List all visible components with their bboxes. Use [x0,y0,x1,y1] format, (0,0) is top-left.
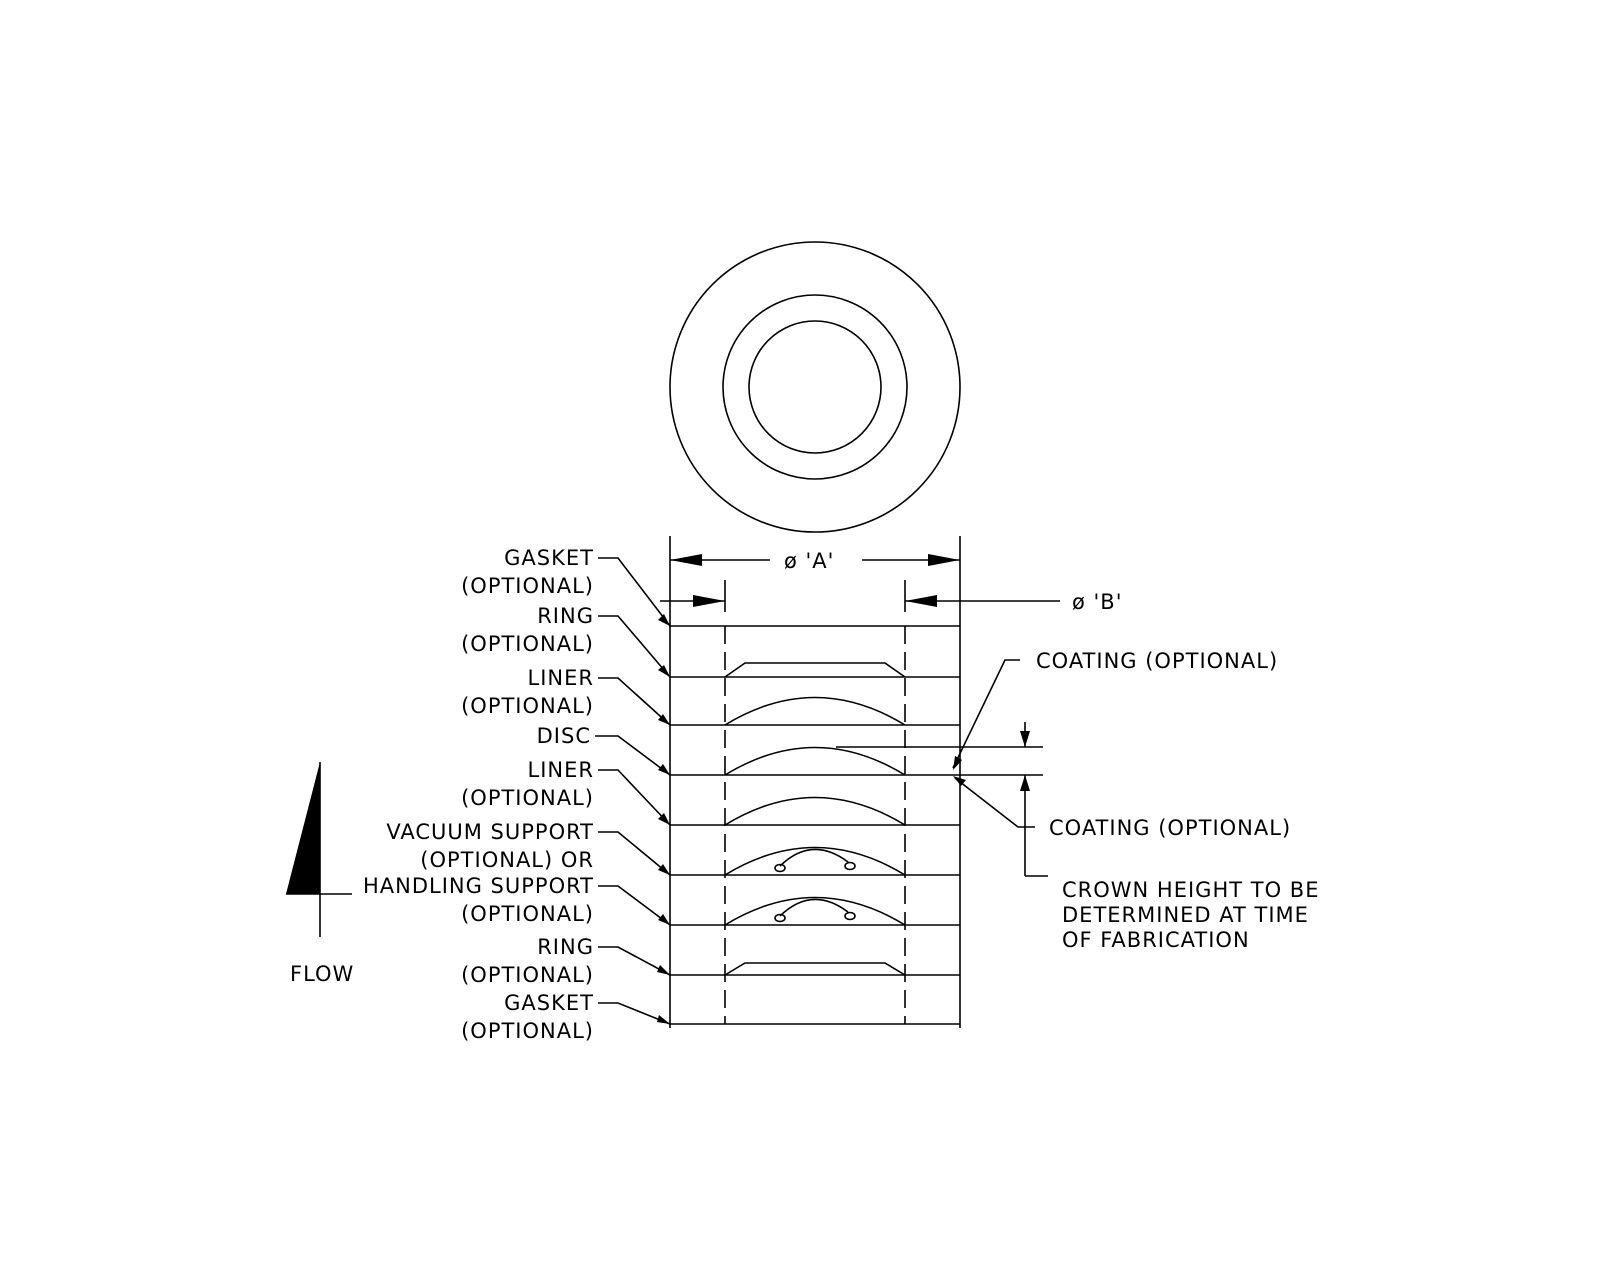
vacuum-support-profile [724,846,906,876]
ring-bottom-profile [724,962,906,976]
label-handling-support-optional: (OPTIONAL) [461,902,594,926]
disc-profile [724,746,906,776]
crown-arrow-down [1020,731,1030,747]
liner-bottom-profile [724,796,906,826]
left-labels: GASKET (OPTIONAL) RING (OPTIONAL) LINER … [363,546,594,1043]
layer-profiles [724,662,906,976]
liner-top-profile [724,696,906,726]
label-crown-line2: DETERMINED AT TIME [1062,903,1309,927]
dimension-a: ø 'A' [669,536,961,1028]
label-flow: FLOW [290,962,354,986]
right-callouts: COATING (OPTIONAL) COATING (OPTIONAL) CR… [836,649,1319,952]
outer-circle [669,241,961,533]
label-disc: DISC [537,724,591,748]
label-coating-top: COATING (OPTIONAL) [1036,649,1278,673]
dim-a-label: ø 'A' [784,549,834,573]
label-gasket-top: GASKET [504,546,594,570]
stack-layers [670,625,960,1025]
plan-view [669,241,961,533]
label-handling-support: HANDLING SUPPORT [363,874,594,898]
label-liner-top-optional: (OPTIONAL) [461,694,594,718]
dim-b-right-arrow [905,595,937,607]
label-vacuum-support-optional: (OPTIONAL) OR [420,848,594,872]
left-leaders [595,557,671,1025]
label-coating-bottom: COATING (OPTIONAL) [1049,816,1291,840]
handling-support-profile [724,896,906,926]
dim-b-left-arrow [693,595,725,607]
label-crown-line3: OF FABRICATION [1062,928,1250,952]
flow-indicator: FLOW [286,762,354,986]
label-ring-bottom-optional: (OPTIONAL) [461,963,594,987]
label-liner-top: LINER [528,666,594,690]
handling-support-handle [779,898,849,917]
label-liner-bottom-optional: (OPTIONAL) [461,786,594,810]
label-gasket-bottom-optional: (OPTIONAL) [461,1019,594,1043]
crown-arrow-up [1020,775,1030,791]
label-ring-top: RING [537,604,594,628]
ring-top-profile [724,662,906,678]
label-gasket-bottom: GASKET [504,991,594,1015]
dim-b-label: ø 'B' [1072,590,1122,614]
label-gasket-top-optional: (OPTIONAL) [461,574,594,598]
dimension-b: ø 'B' [660,580,1122,614]
label-liner-bottom: LINER [528,758,594,782]
label-vacuum-support: VACUUM SUPPORT [386,820,594,844]
inner-circle [748,320,882,454]
label-ring-bottom: RING [537,935,594,959]
flow-arrow-icon [286,762,320,894]
label-ring-top-optional: (OPTIONAL) [461,632,594,656]
middle-circle [722,294,908,480]
label-crown-line1: CROWN HEIGHT TO BE [1062,878,1319,902]
vacuum-support-handle [779,848,849,867]
dim-a-left-arrow [670,554,702,566]
dim-a-right-arrow [928,554,960,566]
